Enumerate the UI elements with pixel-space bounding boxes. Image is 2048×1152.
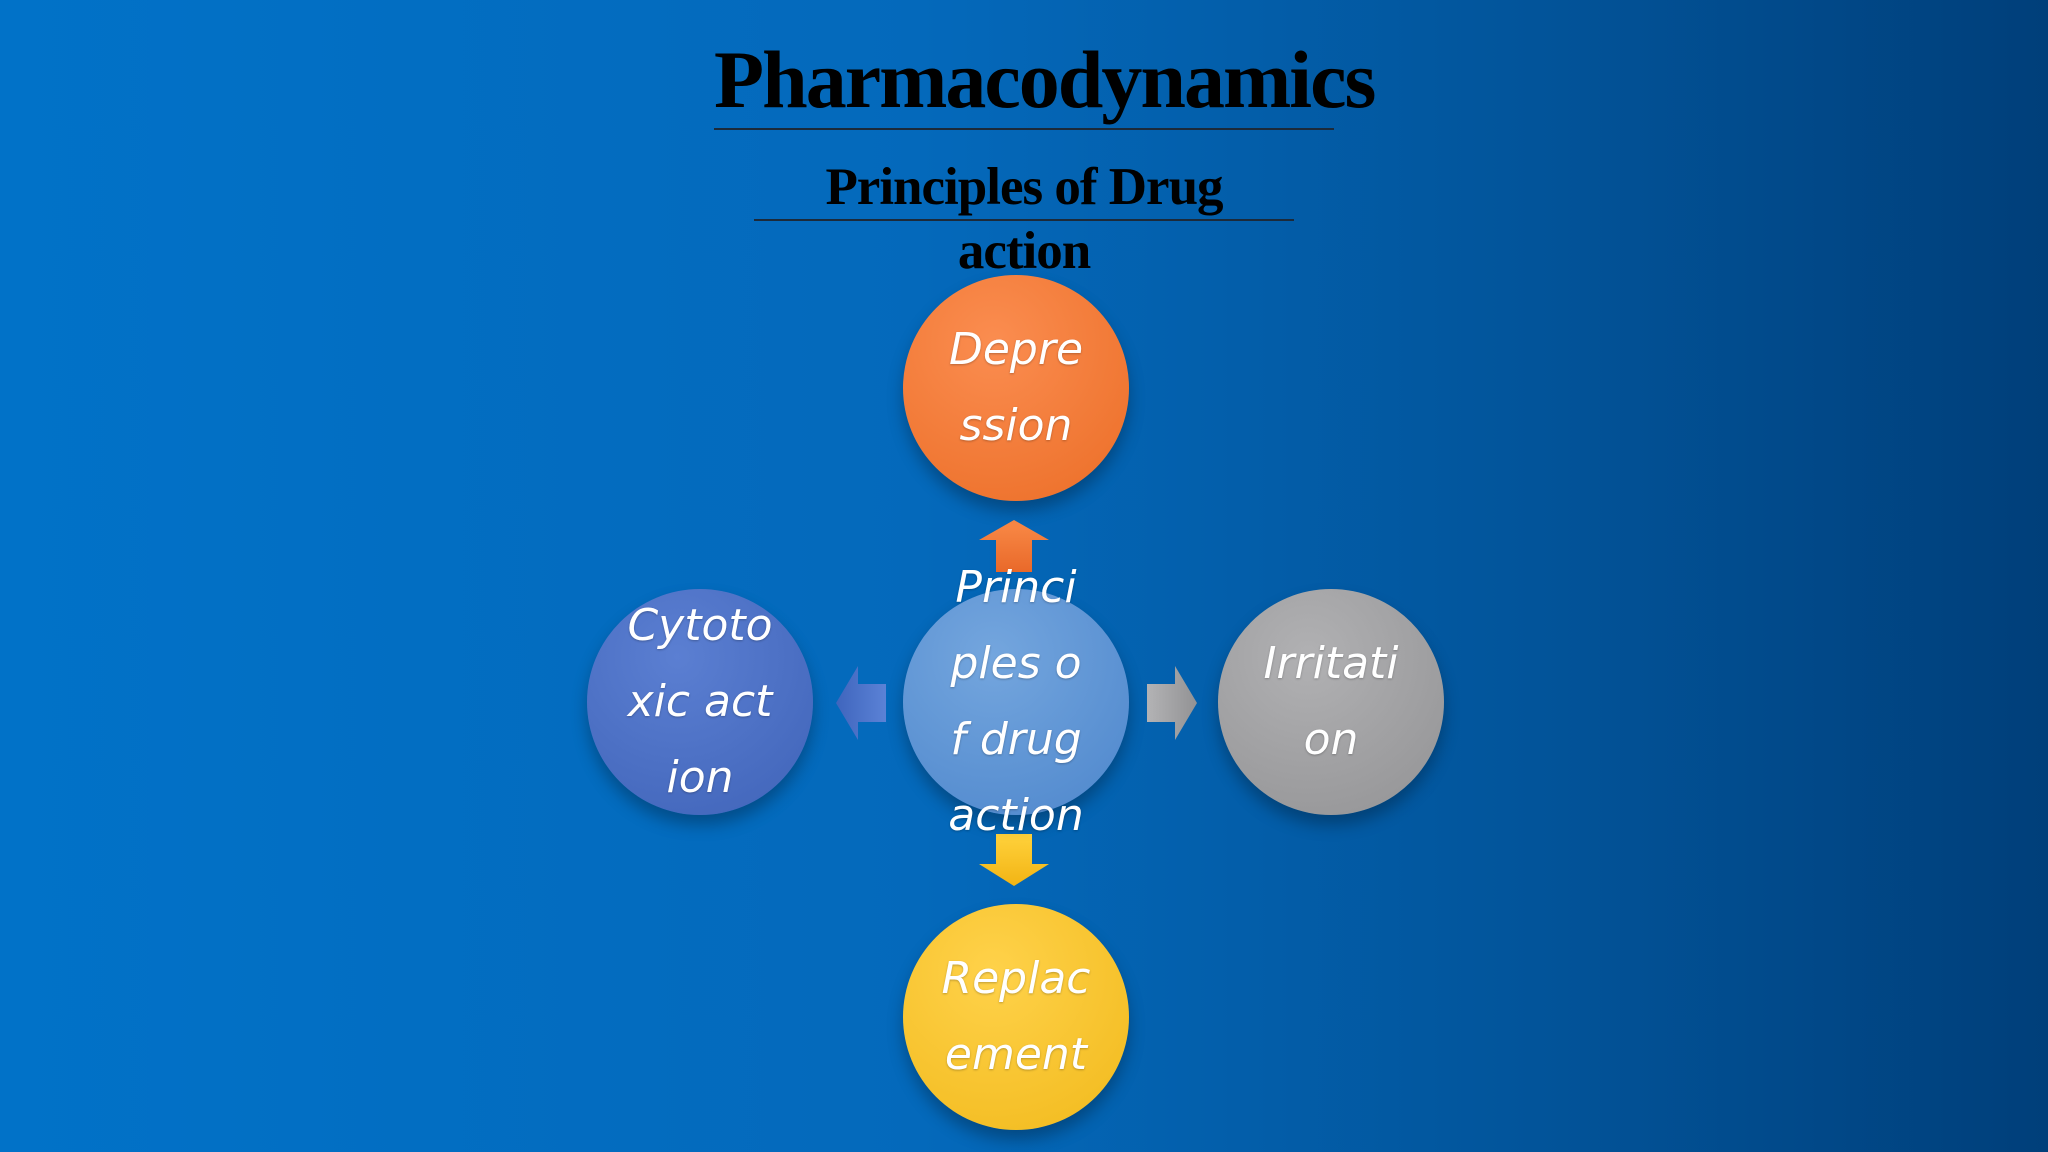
node-replacement-label: Replacement — [941, 953, 1091, 1080]
arrow-right-icon — [1147, 666, 1197, 740]
arrow-left-icon — [836, 666, 886, 740]
arrow-up-icon — [979, 520, 1049, 572]
slide-subtitle: Principles of Drug action — [754, 155, 1294, 280]
node-depression-label: Depression — [948, 324, 1084, 451]
node-principles-of-drug-action: Principles of drug action — [903, 562, 1129, 841]
node-cytotoxic-action-label: Cytotoxic action — [627, 600, 773, 803]
node-cytotoxic-action: Cytotoxic action — [587, 589, 813, 815]
node-replacement: Replacement — [903, 904, 1129, 1130]
node-depression: Depression — [903, 275, 1129, 501]
arrow-down-icon — [979, 834, 1049, 886]
node-center-label: Principles of drug action — [948, 562, 1084, 841]
slide-title: Pharmacodynamics — [714, 30, 1376, 130]
node-irritation-label: Irritation — [1263, 638, 1399, 765]
node-irritation: Irritation — [1218, 589, 1444, 815]
